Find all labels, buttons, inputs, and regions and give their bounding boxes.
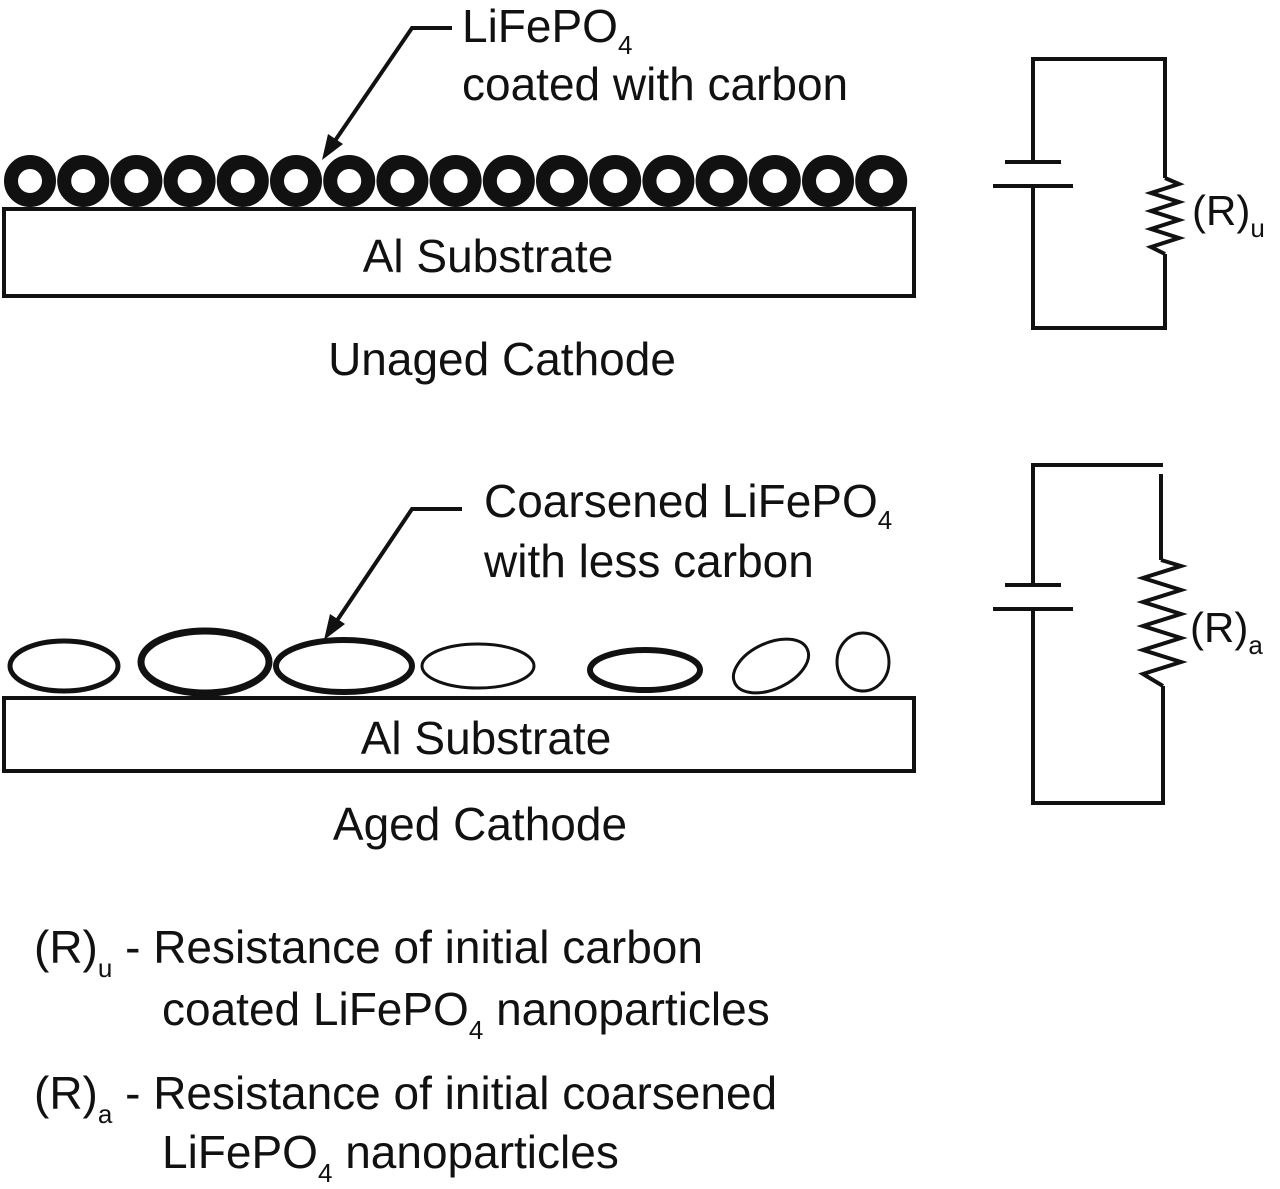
carbon-coated-particle xyxy=(642,155,695,207)
carbon-coated-particle xyxy=(163,155,216,207)
legend-ra-line1: (R)a - Resistance of initial coarsened xyxy=(34,1067,777,1129)
carbon-coated-particle xyxy=(110,155,163,207)
aged-arrow-head xyxy=(324,614,345,640)
carbon-coated-particles xyxy=(4,155,908,207)
coarsened-particle xyxy=(731,637,811,695)
carbon-coated-particle xyxy=(695,155,748,207)
coarsened-particle xyxy=(587,647,703,693)
aged-particle-label-line1: Coarsened LiFePO4 xyxy=(484,475,892,535)
unaged-arrow-head xyxy=(322,134,343,160)
unaged-particle-label-line1: LiFePO4 xyxy=(462,0,632,60)
unaged-substrate-label: Al Substrate xyxy=(363,230,614,282)
carbon-coated-particle xyxy=(216,155,269,207)
unaged-cathode-panel: LiFePO4 coated with carbon Al Substrate … xyxy=(2,0,1265,385)
unaged-circuit xyxy=(993,57,1186,330)
legend-ru-line2: coated LiFePO4 nanoparticles xyxy=(162,983,770,1045)
legend: (R)u - Resistance of initial carbon coat… xyxy=(34,921,777,1188)
carbon-coated-particle xyxy=(57,155,110,207)
coarsened-particle xyxy=(7,638,121,694)
unaged-leader-line xyxy=(328,26,452,150)
coarsened-particle xyxy=(273,637,415,695)
unaged-substrate xyxy=(2,207,916,298)
carbon-coated-particle xyxy=(376,155,429,207)
carbon-coated-particle xyxy=(4,155,56,207)
aged-leader-line xyxy=(330,507,462,630)
carbon-coated-particle xyxy=(589,155,642,207)
carbon-coated-particle xyxy=(748,155,801,207)
coarsened-particles xyxy=(7,627,891,697)
aged-particle-label-line2: with less carbon xyxy=(483,535,814,587)
carbon-coated-particle xyxy=(429,155,482,207)
legend-ru-line1: (R)u - Resistance of initial carbon xyxy=(34,921,703,983)
carbon-coated-particle xyxy=(536,155,588,207)
unaged-particle-label-line2: coated with carbon xyxy=(462,58,848,110)
unaged-resistor xyxy=(1144,176,1186,256)
aged-substrate-label: Al Substrate xyxy=(361,712,612,764)
unaged-resistor-label: (R)u xyxy=(1192,187,1265,243)
coarsened-particle xyxy=(835,631,891,693)
carbon-coated-particle xyxy=(482,155,535,207)
coarsened-particle xyxy=(137,627,273,697)
aged-cathode-panel: Coarsened LiFePO4 with less carbon Al Su… xyxy=(2,463,1263,850)
carbon-coated-particle xyxy=(802,155,854,207)
aged-circuit xyxy=(993,463,1188,805)
carbon-coated-particle xyxy=(270,155,322,207)
aged-resistor-label: (R)a xyxy=(1190,604,1263,660)
aged-caption: Aged Cathode xyxy=(333,798,627,850)
aged-resistor xyxy=(1136,558,1188,688)
coarsened-particle xyxy=(420,642,536,690)
carbon-coated-particle xyxy=(855,155,908,207)
legend-ra-line2: LiFePO4 nanoparticles xyxy=(162,1126,619,1188)
unaged-caption: Unaged Cathode xyxy=(328,333,676,385)
carbon-coated-particle xyxy=(323,155,376,207)
aged-substrate xyxy=(2,696,916,773)
